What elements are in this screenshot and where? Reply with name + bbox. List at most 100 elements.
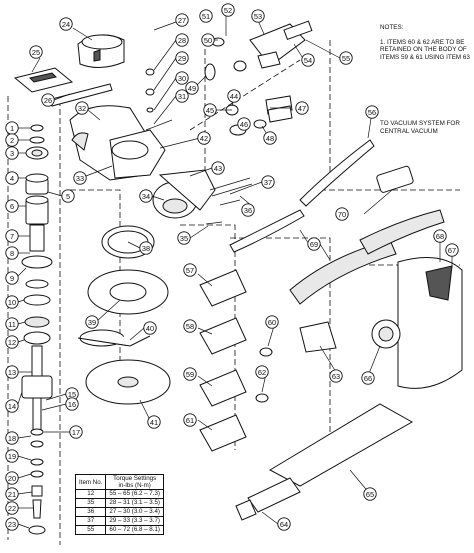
callout-39: 39 (85, 315, 99, 329)
callout-circle (221, 3, 235, 17)
callout-number: 36 (244, 206, 252, 215)
callout-22: 22 (5, 501, 19, 515)
callout-number: 21 (8, 490, 16, 499)
callout-number: 23 (8, 520, 16, 529)
callout-35: 35 (177, 231, 191, 245)
callout-circle (255, 365, 269, 379)
callout-number: 24 (62, 20, 70, 29)
torque-item: 12 (74, 489, 107, 499)
callout-49: 49 (185, 81, 199, 95)
callout-4: 4 (5, 171, 19, 185)
callout-37: 37 (261, 175, 275, 189)
callout-32: 32 (75, 101, 89, 115)
collection-bag-part (371, 257, 463, 389)
callout-number: 62 (258, 368, 266, 377)
callout-8: 8 (5, 246, 19, 260)
callout-number: 11 (8, 320, 16, 329)
callout-circle (69, 425, 83, 439)
callout-number: 33 (76, 174, 84, 183)
callout-number: 38 (142, 244, 150, 253)
callout-number: 64 (280, 520, 288, 529)
callout-42: 42 (197, 131, 211, 145)
callout-number: 15 (68, 390, 76, 399)
callout-number: 68 (436, 232, 444, 241)
callout-11: 11 (5, 317, 19, 331)
callout-labels: 1234567891011121314151617181920212223242… (5, 3, 459, 531)
callout-circle (5, 295, 19, 309)
callout-43: 43 (211, 161, 225, 175)
callout-circle (175, 71, 189, 85)
callout-number: 65 (366, 490, 374, 499)
callout-circle (5, 501, 19, 515)
pad-parts (77, 225, 171, 405)
callout-circle (261, 175, 275, 189)
callout-number: 7 (10, 232, 14, 241)
callout-circle (73, 171, 87, 185)
callout-circle (183, 367, 197, 381)
callout-circle (301, 53, 315, 67)
callout-circle (5, 471, 19, 485)
callout-circle (5, 146, 19, 160)
torque-settings-table: Item No. Torque Settings in-lbs (N-m) 12… (74, 474, 164, 535)
shroud-parts (199, 269, 337, 452)
callout-circle (433, 229, 447, 243)
callout-number: 5 (66, 192, 70, 201)
callout-circle (197, 131, 211, 145)
callout-46: 46 (237, 117, 251, 131)
callout-24: 24 (59, 17, 73, 31)
callout-25: 25 (29, 45, 43, 59)
callout-number: 49 (188, 84, 196, 93)
callout-circle (61, 189, 75, 203)
callout-circle (199, 9, 213, 23)
callout-36: 36 (241, 203, 255, 217)
callout-48: 48 (263, 131, 277, 145)
callout-circle (59, 17, 73, 31)
torque-item: 35 (74, 498, 107, 508)
callout-12: 12 (5, 335, 19, 349)
callout-number: 28 (178, 36, 186, 45)
callout-number: 27 (178, 16, 186, 25)
callout-circle (5, 431, 19, 445)
callout-circle (201, 33, 215, 47)
callout-circle (185, 81, 199, 95)
callout-circle (5, 133, 19, 147)
notes-text: 1. ITEMS 60 & 62 ARE TO BE RETAINED ON T… (380, 38, 470, 61)
callout-number: 1 (10, 124, 14, 133)
callout-circle (5, 399, 19, 413)
callout-number: 50 (204, 36, 212, 45)
callout-2: 2 (5, 133, 19, 147)
callout-61: 61 (183, 413, 197, 427)
callout-circle (183, 413, 197, 427)
callout-number: 34 (142, 192, 150, 201)
hose-parts (229, 139, 445, 305)
callout-circle (75, 101, 89, 115)
callout-68: 68 (433, 229, 447, 243)
callout-29: 29 (175, 51, 189, 65)
callout-64: 64 (277, 517, 291, 531)
callout-circle (5, 199, 19, 213)
callout-number: 32 (78, 104, 86, 113)
callout-number: 46 (240, 120, 248, 129)
callout-circle (5, 365, 19, 379)
callout-circle (335, 207, 349, 221)
callout-circle (143, 321, 157, 335)
callout-40: 40 (143, 321, 157, 335)
callout-number: 17 (72, 428, 80, 437)
callout-31: 31 (175, 89, 189, 103)
callout-circle (265, 315, 279, 329)
torque-value: 55 – 65 (6.2 – 7.3) (105, 489, 164, 499)
callout-number: 56 (368, 108, 376, 117)
callout-19: 19 (5, 449, 19, 463)
callout-21: 21 (5, 487, 19, 501)
callout-56: 56 (365, 105, 379, 119)
callout-13: 13 (5, 365, 19, 379)
callout-number: 8 (10, 249, 14, 258)
callout-number: 63 (332, 372, 340, 381)
callout-41: 41 (147, 415, 161, 429)
callout-circle (211, 161, 225, 175)
callout-circle (277, 517, 291, 531)
callout-33: 33 (73, 171, 87, 185)
callout-65: 65 (363, 487, 377, 501)
